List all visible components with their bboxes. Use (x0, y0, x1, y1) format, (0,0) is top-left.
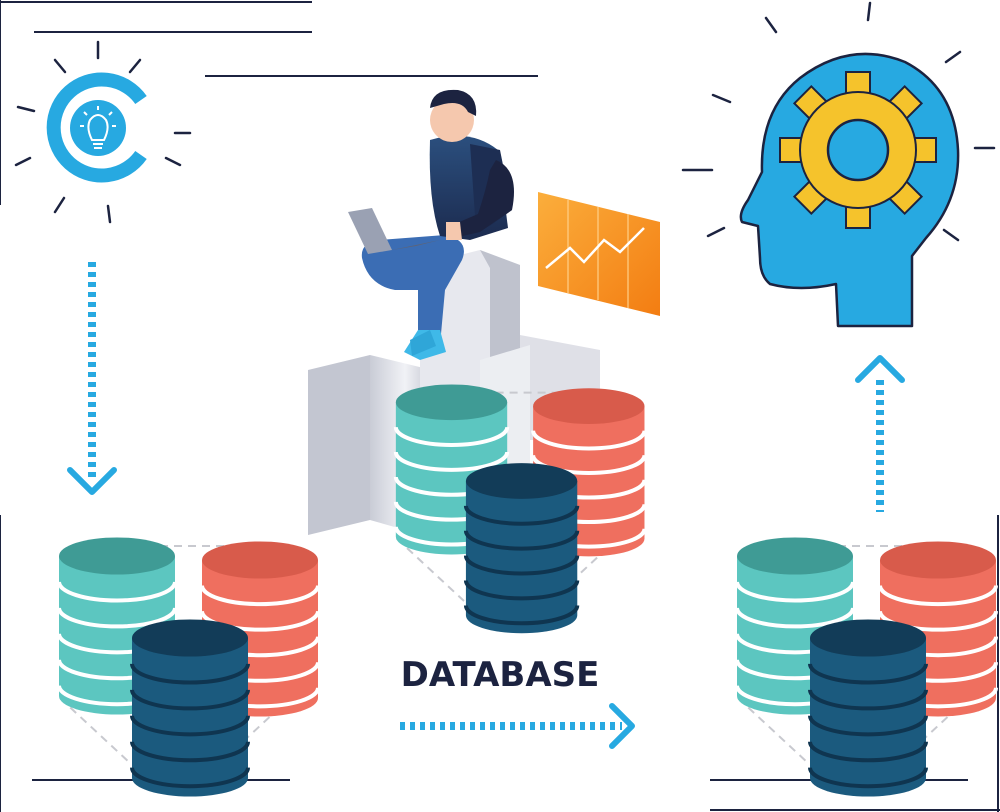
gear-head-icon (683, 3, 994, 326)
database-stack-right (737, 537, 996, 796)
gear-icon (780, 72, 936, 228)
right-arrow-icon (400, 706, 632, 746)
database-cylinder-navy (132, 619, 248, 796)
database-label: DATABASE (401, 655, 600, 695)
database-cylinder-navy (466, 463, 577, 633)
line-chart-panel-icon (538, 192, 660, 316)
lightbulb-icon (16, 42, 190, 222)
up-arrow-icon (858, 358, 902, 512)
database-cylinder-navy (810, 619, 926, 796)
down-arrow-icon (70, 262, 114, 492)
database-stack-left (59, 537, 318, 796)
